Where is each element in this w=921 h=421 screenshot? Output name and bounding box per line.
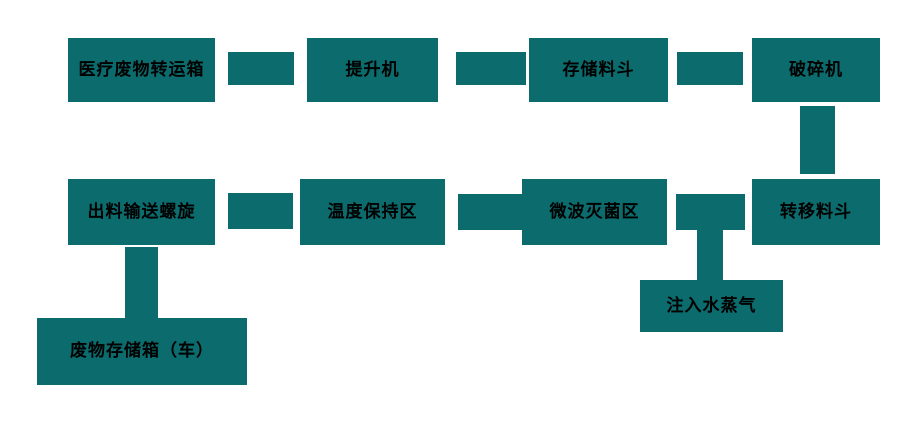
node-temperature-holding-zone: 温度保持区 xyxy=(300,179,445,245)
connector-microwave-zone-to-temperature-zone xyxy=(458,194,522,230)
node-transfer-hopper: 转移料斗 xyxy=(752,179,880,245)
connector-storage-hopper-to-crusher xyxy=(677,52,743,85)
node-microwave-sterilization-zone: 微波灭菌区 xyxy=(522,179,667,245)
node-crusher: 破碎机 xyxy=(752,38,880,102)
node-waste-storage-box-cart: 废物存储箱（车） xyxy=(37,318,247,385)
node-medical-waste-transfer-box: 医疗废物转运箱 xyxy=(68,38,215,102)
node-steam-injection: 注入水蒸气 xyxy=(640,280,783,332)
node-hoist: 提升机 xyxy=(307,38,438,102)
connector-steam-to-microwave-zone xyxy=(697,230,723,280)
connector-transfer-box-to-hoist xyxy=(228,52,294,85)
connector-temperature-zone-to-discharge-screw xyxy=(228,193,293,229)
connector-crusher-to-transfer-hopper xyxy=(800,106,835,174)
connector-hoist-to-storage-hopper xyxy=(456,52,526,85)
connector-discharge-screw-to-waste-cart xyxy=(125,247,158,318)
connector-transfer-hopper-to-microwave-zone xyxy=(676,194,745,230)
node-storage-hopper: 存储料斗 xyxy=(529,38,668,102)
node-discharge-conveying-screw: 出料输送螺旋 xyxy=(68,179,215,245)
